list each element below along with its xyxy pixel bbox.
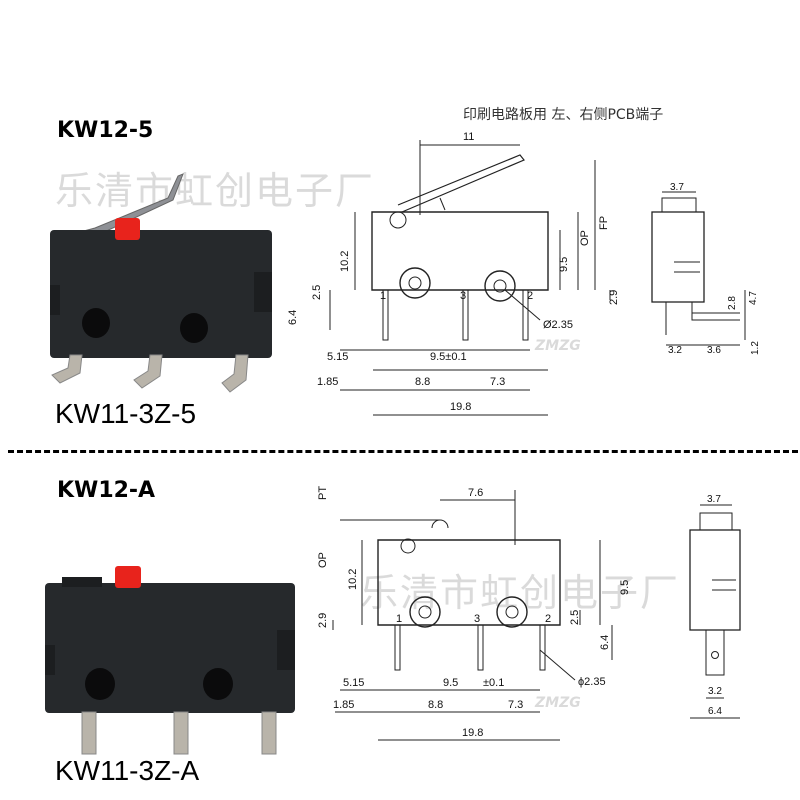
bottom-dim-p1: 5.15 — [343, 677, 364, 689]
bottom-pin-3: 3 — [474, 613, 480, 625]
top-dim-fp: FP — [598, 216, 610, 230]
watermark-top: 乐清市虹创电子厂 — [55, 169, 376, 213]
bottom-dim-p5: 7.3 — [508, 699, 523, 711]
bottom-pin-2: 2 — [545, 613, 551, 625]
top-mount-hole-right — [180, 313, 208, 343]
top-dim-p1: 5.15 — [327, 351, 348, 363]
top-terminal-3 — [133, 354, 163, 389]
top-dim-op: OP — [579, 230, 591, 246]
top-side-s3: 4.7 — [748, 291, 759, 305]
top-dim-h: 10.2 — [339, 251, 351, 272]
bottom-dim-p4: 8.8 — [428, 699, 443, 711]
top-pcb-note: 印刷电路板用 左、右侧PCB端子 — [463, 107, 664, 123]
bottom-dim-h2: 9.5 — [619, 580, 631, 595]
bottom-part-number: KW11-3Z-A — [55, 755, 200, 786]
bottom-side-s3: 6.4 — [708, 706, 722, 717]
bottom-dim-hole: ϕ2.35 — [578, 676, 606, 688]
top-terminal-2 — [221, 354, 249, 393]
bottom-dim-b: 2.5 — [569, 610, 581, 625]
top-red-actuator — [115, 218, 140, 240]
top-model-code: KW12-5 — [57, 118, 154, 143]
top-dim-a: 2.5 — [311, 285, 323, 300]
top-side-s2: 2.8 — [727, 296, 738, 310]
bottom-dim-w: 19.8 — [462, 727, 483, 739]
watermark-brand-bottom: ZMZG — [535, 695, 581, 711]
watermark-bottom: 乐清市虹创电子厂 — [360, 571, 681, 615]
top-side-s1: 3.7 — [670, 182, 684, 193]
top-dim-b: 6.4 — [287, 310, 299, 325]
bottom-terminal-1 — [81, 711, 97, 755]
top-dim-p3: 1.85 — [317, 376, 338, 388]
bottom-dim-op: OP — [317, 552, 329, 568]
bottom-red-actuator — [115, 566, 141, 588]
bottom-dim-p2: 9.5 — [443, 677, 458, 689]
bottom-dim-h: 10.2 — [347, 569, 359, 590]
top-dim-hole: Ø2.35 — [543, 319, 573, 331]
bottom-terminal-3 — [173, 711, 189, 755]
top-drawing-body — [371, 211, 549, 291]
bottom-dim-c: 6.4 — [599, 635, 611, 650]
top-dim-c: 2.9 — [608, 290, 620, 305]
top-pin-2: 2 — [527, 290, 533, 302]
bottom-mount-hole-left — [85, 668, 115, 700]
top-dim-p4: 8.8 — [415, 376, 430, 388]
top-dim-p2: 9.5±0.1 — [430, 351, 467, 363]
top-part-number: KW11-3Z-5 — [55, 398, 197, 429]
bottom-dim-a: 2.9 — [317, 613, 329, 628]
top-side-s6: 3.6 — [707, 345, 721, 356]
bottom-dim-p3: 1.85 — [333, 699, 354, 711]
bottom-mount-hole-right — [203, 668, 233, 700]
top-dim-w: 19.8 — [450, 401, 471, 413]
bottom-terminal-2 — [261, 711, 277, 755]
top-dim-p5: 7.3 — [490, 376, 505, 388]
top-pin-1: 1 — [380, 290, 386, 302]
bottom-side-s2: 3.2 — [708, 686, 722, 697]
top-dim-h2: 9.5 — [558, 257, 570, 272]
top-lever — [79, 173, 184, 235]
bottom-pin-1: 1 — [396, 613, 402, 625]
top-side-s4: 1.2 — [750, 341, 761, 355]
bottom-model-code: KW12-A — [57, 478, 156, 503]
bottom-dim-pt: PT — [317, 486, 329, 500]
bottom-side-s1: 3.7 — [707, 494, 721, 505]
watermark-brand-top: ZMZG — [535, 338, 581, 354]
top-side-s5: 3.2 — [668, 345, 682, 356]
section-divider — [8, 450, 798, 453]
top-pin-3: 3 — [460, 290, 466, 302]
bottom-dim-lever: 7.6 — [468, 487, 483, 499]
top-dim-lever: 11 — [463, 131, 474, 143]
bottom-drawing-body — [377, 539, 561, 626]
top-terminal-1 — [51, 354, 83, 384]
bottom-dim-p2b: ±0.1 — [483, 677, 504, 689]
top-mount-hole-left — [82, 308, 110, 338]
